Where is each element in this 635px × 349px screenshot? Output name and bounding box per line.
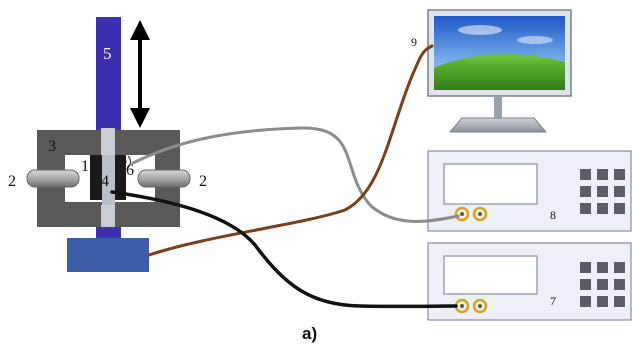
- sample-left-label: 1: [81, 158, 89, 175]
- cable-black: [110, 190, 458, 309]
- monitor-label: 9: [411, 35, 417, 49]
- cable-brown: [147, 44, 434, 257]
- sensor-wave-icon: [123, 155, 131, 169]
- rod-label: 5: [103, 44, 112, 63]
- monitor-icon: [427, 9, 572, 133]
- center-label: 4: [101, 173, 109, 190]
- double-arrow-icon: [130, 20, 150, 128]
- frame: [37, 130, 180, 227]
- clamp-left: [26, 169, 80, 188]
- cable-gray: [131, 126, 460, 223]
- frame-label: 3: [48, 138, 56, 155]
- upper-shaft: [101, 128, 115, 156]
- instrument-bottom-label: 7: [550, 294, 556, 308]
- instrument-bottom: [427, 242, 632, 321]
- clamp-right: [137, 169, 191, 188]
- rod: [96, 17, 121, 133]
- instrument-top: [427, 150, 632, 232]
- clamp-right-label: 2: [199, 173, 207, 190]
- lower-shaft: [101, 205, 115, 229]
- instrument-top-connectors: [454, 206, 488, 222]
- figure-caption: a): [302, 324, 317, 343]
- lower-block: [96, 227, 121, 241]
- sensor-label: 6: [126, 162, 134, 179]
- clamp-left-label: 2: [8, 173, 16, 190]
- sample-right: [115, 155, 126, 200]
- sample-left: [90, 155, 102, 200]
- instrument-top-label: 8: [550, 208, 556, 222]
- base-block: [67, 238, 149, 272]
